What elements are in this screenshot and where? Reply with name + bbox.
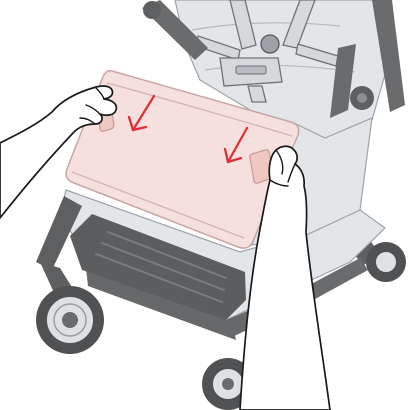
harness-buckle xyxy=(261,35,279,53)
canopy-hinge xyxy=(143,1,161,19)
buckle-slot xyxy=(236,66,266,74)
front-right-wheel-hub xyxy=(222,378,234,390)
rear-wheel-rim xyxy=(375,251,397,273)
front-left-wheel xyxy=(36,286,104,354)
front-left-wheel-hub xyxy=(62,312,78,328)
fold-joint-cap xyxy=(357,93,367,103)
rear-wheel xyxy=(366,242,406,282)
